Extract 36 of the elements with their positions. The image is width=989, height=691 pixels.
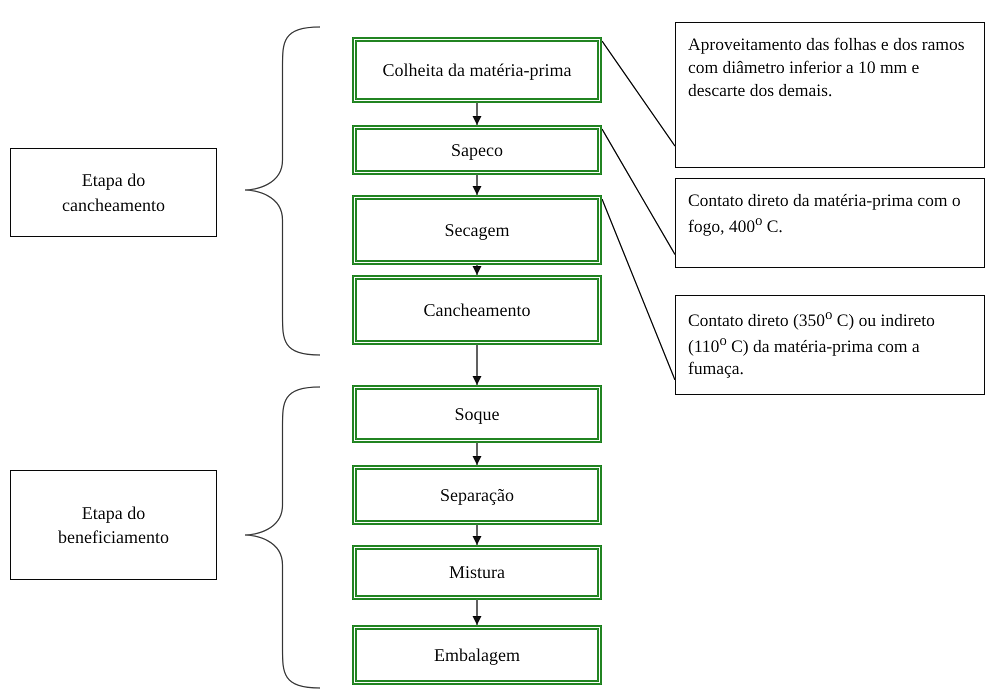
step-label: Secagem [444,218,510,242]
note-text: Contato direto da matéria-prima com o fogo, 400$^{o}$ C. [688,189,962,238]
leader-line [601,128,676,255]
note-box [675,295,985,395]
process-box [352,385,602,443]
process-box [352,465,602,525]
process-box [352,195,602,265]
stage-box [10,148,217,237]
note-box [675,22,985,168]
stage-box [10,470,217,580]
step-label: Mistura [449,561,505,584]
step-label: Etapa do beneficiamento [57,502,170,549]
process-box [352,545,602,600]
arrow [472,600,482,625]
note-box [675,178,985,268]
step-label: Embalagem [434,644,520,666]
leader-line [601,198,676,380]
step-label: Sapeco [451,138,503,162]
arrow [472,525,482,545]
arrow [472,265,482,275]
process-box [352,275,602,345]
arrow [472,175,482,195]
process-box [352,125,602,175]
arrow [472,443,482,465]
note-text: Contato direto (350$^{o}$ C) ou indireto (110$^{o}$ C) da matéria-prima com a fumaça. [688,306,936,380]
note-text: Aproveitamento das folhas e dos ramos com diâmetro inferior a 10 mm e descarte dos demais. [688,33,966,102]
process-box [352,37,602,103]
arrow [472,103,482,125]
leader-line [601,40,676,146]
arrow [472,345,482,385]
step-label: Cancheamento [424,298,530,322]
step-label: Separação [440,484,514,506]
step-label: Etapa do cancheamento [61,169,166,216]
process-box [352,625,602,685]
step-label: Soque [454,402,500,426]
step-label: Colheita da matéria-prima [382,58,572,82]
